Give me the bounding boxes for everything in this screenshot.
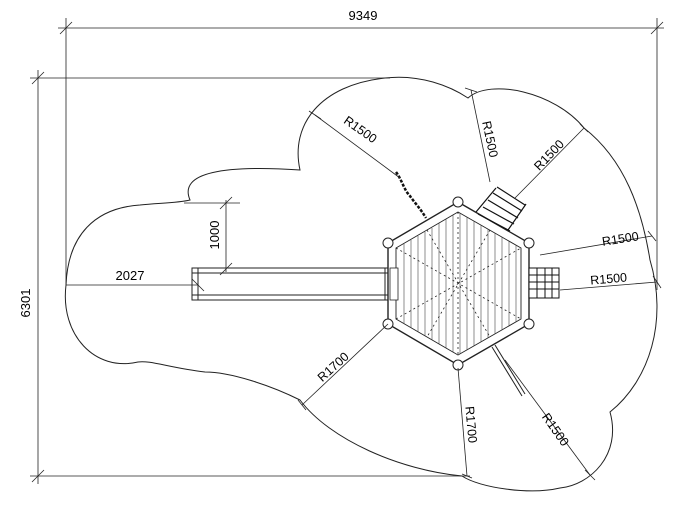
safety-zone-outline (64, 76, 658, 492)
slide (191, 267, 391, 301)
slide-width-label: 1000 (207, 221, 222, 250)
radius-label-bottom-right: R1500 (539, 411, 572, 449)
radius-label-top-left: R1500 (341, 113, 379, 146)
hexagon-platform (382, 196, 535, 371)
radius-label-bottom-left: R1700 (315, 349, 352, 384)
radius-label-top-right: R1500 (531, 137, 567, 173)
slide-length-dimension (66, 278, 205, 292)
slide-entry-panel (389, 267, 399, 301)
slide-length-label: 2027 (116, 268, 145, 283)
radius-label-right-lower: R1500 (590, 270, 628, 287)
slide-width-dimension (184, 196, 240, 276)
height-dimension-label: 6301 (18, 289, 33, 318)
width-dimension (58, 18, 664, 290)
radius-label-top-center: R1500 (479, 120, 500, 159)
steps (528, 267, 560, 299)
climbing-rope (394, 171, 428, 219)
radius-label-right-upper: R1500 (601, 229, 640, 249)
radius-leaders (297, 87, 662, 481)
ladder (475, 186, 527, 232)
radius-label-bottom-center: R1700 (462, 406, 479, 444)
width-dimension-label: 9349 (349, 8, 378, 23)
height-dimension (30, 70, 470, 484)
pole (491, 344, 526, 397)
